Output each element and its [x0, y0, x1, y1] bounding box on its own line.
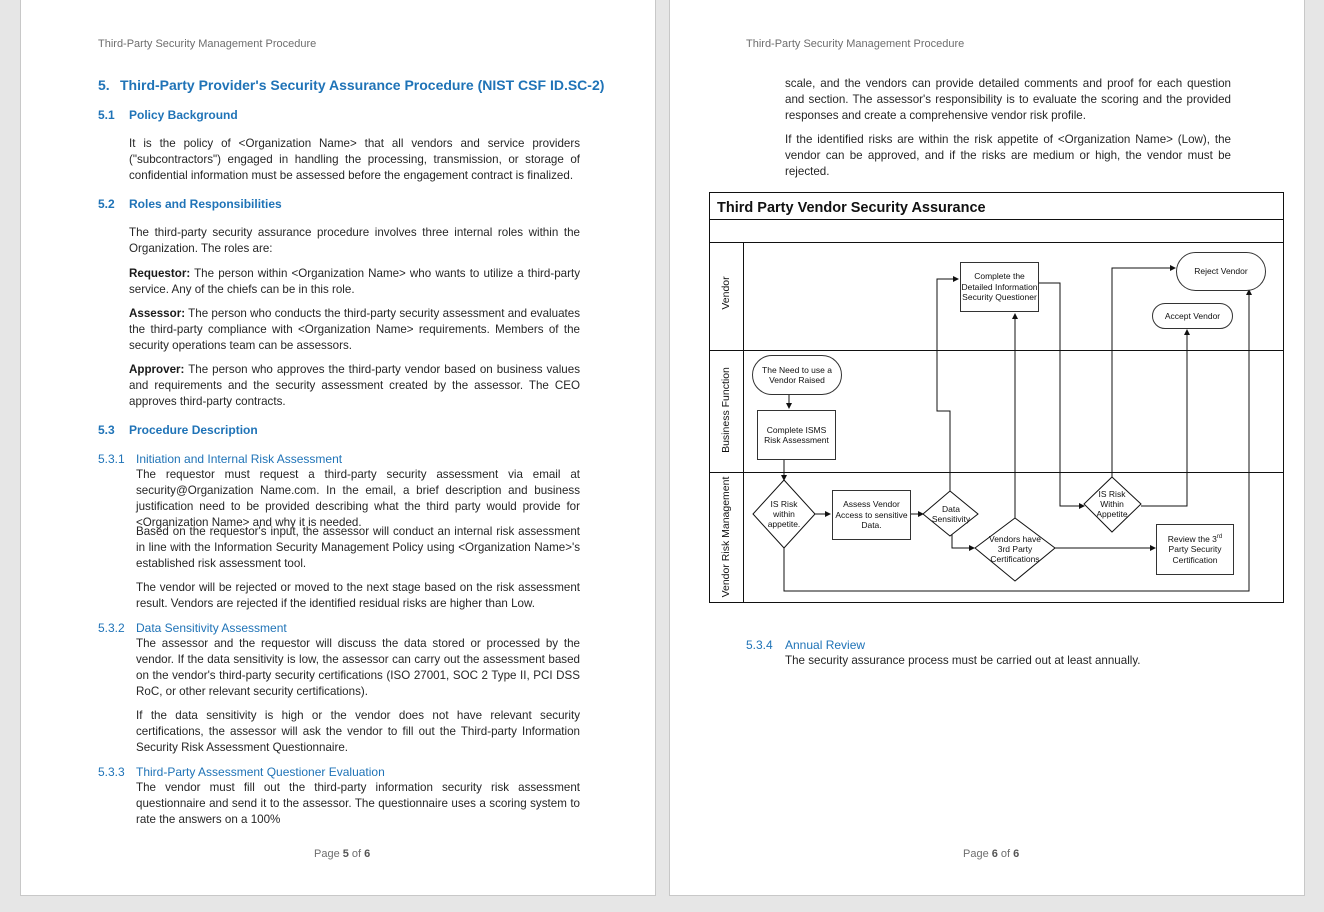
data-sensitivity-paragraph-2: If the data sensitivity is high or the v…: [136, 709, 580, 754]
page-header: Third-Party Security Management Procedur…: [98, 38, 317, 50]
section-number: 5.3: [98, 423, 115, 437]
footer-prefix: Page: [314, 848, 343, 860]
requestor-text: The person within <Organization Name> wh…: [129, 267, 580, 296]
footer-of: of: [348, 848, 365, 860]
section-number: 5.3.4: [746, 638, 773, 652]
footer-of: of: [997, 848, 1014, 860]
section-title: Annual Review: [785, 638, 866, 652]
page-5: Third-Party Security Management Procedur…: [20, 0, 656, 896]
diagram-title: Third Party Vendor Security Assurance: [717, 200, 986, 216]
annual-review-paragraph: The security assurance process must be c…: [785, 654, 1141, 667]
requestor-label: Requestor:: [129, 267, 191, 280]
requestor-paragraph: Requestor: The person within <Organizati…: [129, 266, 580, 298]
flowchart-lines: [709, 192, 1284, 603]
assessor-paragraph: Assessor: The person who conducts the th…: [129, 306, 580, 354]
node-data-sensitivity: Data Sensitivity: [931, 504, 971, 524]
section-number: 5.3.2: [98, 621, 125, 635]
data-sensitivity-paragraph-1: The assessor and the requestor will disc…: [136, 637, 580, 698]
section-title: Policy Background: [129, 108, 238, 122]
lane-vendor: Vendor: [720, 276, 732, 310]
node-need-vendor-raised: The Need to use a Vendor Raised: [752, 355, 842, 395]
node-is-risk-within-appetite: IS Risk within appetite.: [767, 499, 801, 529]
review-text: Review the 3: [1167, 533, 1217, 544]
section-5-3-4-heading: 5.3.4 Annual Review: [746, 638, 865, 652]
page-footer: Page 6 of 6: [963, 848, 1019, 860]
section-title: Initiation and Internal Risk Assessment: [136, 452, 343, 466]
questioner-paragraph: The vendor must fill out the third-party…: [136, 781, 580, 826]
section-title: Third-Party Assessment Questioner Evalua…: [136, 765, 385, 779]
node-reject-vendor: Reject Vendor: [1176, 252, 1266, 291]
lane-vendor-risk-management: Vendor Risk Management: [720, 476, 732, 598]
section-title: Third-Party Provider's Security Assuranc…: [120, 77, 605, 93]
section-number: 5.: [98, 77, 110, 93]
footer-current-page: 5: [342, 848, 349, 860]
section-5-3-heading: 5.3 Procedure Description: [98, 423, 258, 437]
flowchart: Third Party Vendor Security Assurance Ve…: [709, 192, 1284, 603]
section-5-3-2-heading: 5.3.2 Data Sensitivity Assessment: [98, 621, 287, 635]
section-title: Data Sensitivity Assessment: [136, 621, 287, 635]
roles-intro-paragraph: The third-party security assurance proce…: [129, 226, 580, 255]
section-5-heading: 5. Third-Party Provider's Security Assura…: [98, 77, 638, 93]
initiation-paragraph-1: The requestor must request a third-party…: [136, 468, 580, 529]
section-5-3-3-heading: 5.3.3 Third-Party Assessment Questioner E…: [98, 765, 385, 779]
approver-label: Approver:: [129, 363, 185, 376]
initiation-paragraph-2: Based on the requestor's input, the asse…: [136, 525, 580, 570]
node-is-risk-within-appetite-2: IS Risk Within Appetite: [1096, 489, 1128, 519]
section-number: 5.1: [98, 108, 115, 122]
section-5-2-heading: 5.2 Roles and Responsibilities: [98, 197, 282, 211]
section-title: Procedure Description: [129, 423, 258, 437]
footer-total-pages: 6: [1013, 848, 1020, 860]
node-vendors-have-certifications: Vendors have 3rd Party Certifications: [989, 534, 1041, 564]
section-number: 5.3.3: [98, 765, 125, 779]
risk-appetite-paragraph: If the identified risks are within the r…: [785, 133, 1231, 178]
continued-paragraph: scale, and the vendors can provide detai…: [785, 77, 1231, 122]
footer-current-page: 6: [991, 848, 998, 860]
approver-paragraph: Approver: The person who approves the th…: [129, 362, 580, 410]
node-assess-vendor-access: Assess Vendor Access to sensitive Data.: [832, 490, 911, 540]
footer-prefix: Page: [963, 848, 992, 860]
review-text-rest: Party Security Certification: [1168, 544, 1222, 565]
page-6: Third-Party Security Management Procedur…: [669, 0, 1305, 896]
section-number: 5.3.1: [98, 452, 125, 466]
approver-text: The person who approves the third-party …: [129, 363, 580, 408]
node-accept-vendor: Accept Vendor: [1152, 303, 1233, 329]
assessor-text: The person who conducts the third-party …: [129, 307, 580, 352]
node-complete-detailed-questioner: Complete the Detailed Information Securi…: [960, 262, 1039, 312]
node-review-3rd-party-certification: Review the 3rd Party Security Certificat…: [1156, 524, 1234, 575]
section-title: Roles and Responsibilities: [129, 197, 282, 211]
section-5-3-1-heading: 5.3.1 Initiation and Internal Risk Assess…: [98, 452, 342, 466]
lane-business-function: Business Function: [720, 367, 732, 453]
policy-paragraph: It is the policy of <Organization Name> …: [129, 137, 580, 182]
node-complete-isms: Complete ISMS Risk Assessment: [757, 410, 836, 460]
section-5-1-heading: 5.1 Policy Background: [98, 108, 238, 122]
initiation-paragraph-3: The vendor will be rejected or moved to …: [136, 581, 580, 610]
section-number: 5.2: [98, 197, 115, 211]
page-footer: Page 5 of 6: [314, 848, 370, 860]
footer-total-pages: 6: [364, 848, 371, 860]
assessor-label: Assessor:: [129, 307, 186, 320]
review-superscript: rd: [1216, 534, 1223, 540]
page-header: Third-Party Security Management Procedur…: [746, 38, 965, 50]
